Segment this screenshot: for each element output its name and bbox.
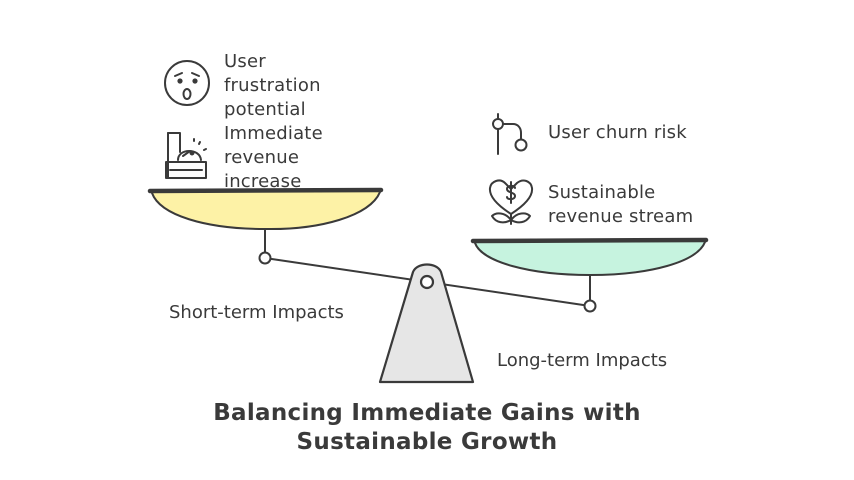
short-term-label: Short-term Impacts <box>169 302 344 323</box>
branch-icon <box>492 113 528 155</box>
right-pan-bowl <box>474 241 706 276</box>
right-pan-rim <box>470 237 709 244</box>
diagram-title-line-2: Sustainable Growth <box>296 429 558 455</box>
long-term-label: Long-term Impacts <box>497 350 668 371</box>
right-item-2-text: Sustainable revenue stream <box>548 182 694 227</box>
diagram-title-line-1: Balancing Immediate Gains with <box>213 400 641 426</box>
right-pivot <box>583 299 597 313</box>
fulcrum <box>378 263 475 384</box>
heart-dollar-sprout-icon <box>488 179 534 225</box>
left-pivot <box>258 251 272 265</box>
left-pan-fill <box>152 190 380 230</box>
left-item-1-text: User frustration potential <box>224 51 321 120</box>
fulcrum-pin <box>419 274 435 290</box>
right-item-1-text: User churn risk <box>548 122 687 143</box>
left-pan-rim <box>147 187 384 194</box>
cash-register-icon <box>165 132 207 179</box>
left-pan-bowl <box>151 191 381 231</box>
right-pan-fill <box>475 240 705 275</box>
surprised-face-icon <box>164 60 210 106</box>
left-item-2-text: Immediate revenue increase <box>224 123 323 192</box>
